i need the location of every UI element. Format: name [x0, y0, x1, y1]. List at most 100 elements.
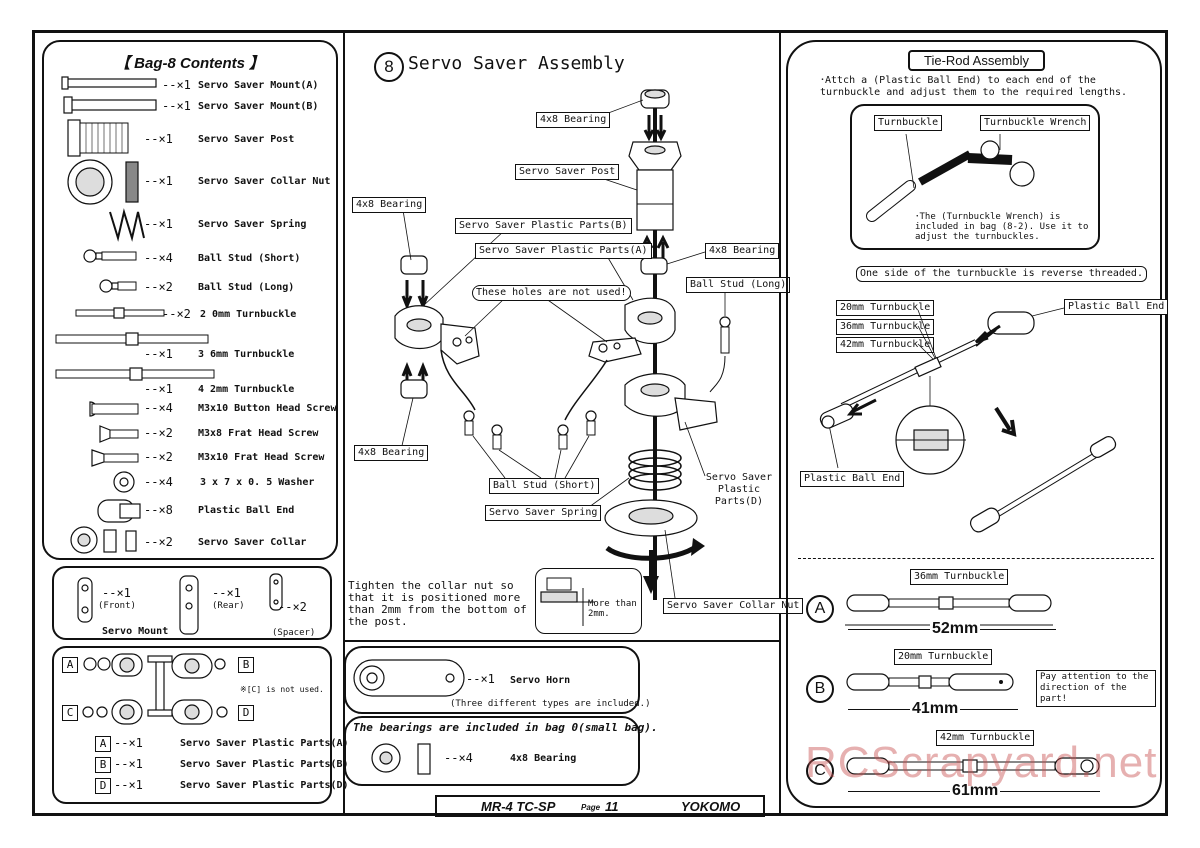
- label-post: Servo Saver Post: [515, 164, 620, 180]
- name-collar-nut: Servo Saver Collar Nut: [198, 176, 331, 187]
- left-divider: [343, 32, 345, 816]
- plastic-letter-a: A: [62, 657, 78, 673]
- wrench-drawing: [866, 133, 1035, 222]
- mount-front-qty: --×1: [102, 586, 131, 600]
- label-bearing-top: 4x8 Bearing: [536, 112, 611, 128]
- length-a-turnbuckle: 36mm Turnbuckle: [910, 569, 1009, 585]
- name-flat-screw-8: M3x8 Frat Head Screw: [198, 428, 319, 439]
- footer-brand: YOKOMO: [681, 799, 741, 814]
- label-bearing-left: 4x8 Bearing: [352, 197, 427, 213]
- center-divider-h: [343, 640, 779, 642]
- mount-rear-label: (Rear): [212, 601, 245, 611]
- center-right-divider: [779, 32, 781, 816]
- mount-spacer-label: (Spacer): [272, 628, 316, 638]
- label-wrench: Turnbuckle Wrench: [980, 115, 1091, 131]
- label-spring: Servo Saver Spring: [485, 505, 602, 521]
- name-tb36: 3 6mm Turnbuckle: [198, 349, 295, 360]
- name-flat-screw-10: M3x10 Frat Head Screw: [198, 452, 325, 463]
- row-qty-a: --×1: [114, 736, 143, 750]
- tierod-assembly-drawing: [819, 307, 1117, 533]
- tierod-instruction: ･Attch a (Plastic Ball End) to each end …: [820, 75, 1128, 98]
- bearings-panel: [344, 716, 640, 786]
- servo-horn-drawing: [353, 659, 465, 697]
- label-tb42: 42mm Turnbuckle: [836, 337, 935, 353]
- servo-horn-qty: --×1: [466, 672, 495, 686]
- servo-horn-name: Servo Horn: [510, 675, 571, 686]
- name-collar: Servo Saver Collar: [198, 537, 307, 548]
- name-mount-a: Servo Saver Mount(A): [198, 80, 319, 91]
- footer-page-label: Page: [581, 803, 601, 812]
- mount-spacer-qty: --×2: [278, 600, 307, 614]
- label-ball-long: Ball Stud (Long): [686, 277, 791, 293]
- footer-model: MR-4 TC-SP: [481, 799, 556, 814]
- plastic-c-note: ※[C] is not used.: [240, 685, 324, 694]
- bearings-name: 4x8 Bearing: [510, 753, 577, 764]
- tighten-note: Tighten the collar nut so that it is pos…: [348, 579, 527, 628]
- reverse-thread-note: One side of the turnbuckle is reverse th…: [856, 266, 1147, 282]
- qty-ball-long: --×2: [144, 280, 173, 294]
- label-ball-end-right: Plastic Ball End: [1064, 299, 1169, 315]
- label-plastic-b: Servo Saver Plastic Parts(B): [455, 218, 632, 234]
- name-ball-short: Ball Stud (Short): [198, 253, 301, 264]
- length-b-rod: [846, 673, 1014, 691]
- qty-collar: --×2: [144, 535, 173, 549]
- label-plastic-d: Servo Saver Plastic Parts(D): [705, 472, 773, 507]
- footer-page-number: 11: [605, 799, 619, 814]
- bearings-title: The bearings are included in bag 0(small…: [353, 721, 658, 734]
- label-holes-unused: These holes are not used!: [472, 285, 631, 301]
- tierod-title: Tie-Rod Assembly: [908, 50, 1045, 71]
- more-than-note: More than 2mm.: [588, 599, 637, 619]
- qty-post: --×1: [144, 132, 173, 146]
- mount-rear-qty: --×1: [212, 586, 241, 600]
- name-tb42: 4 2mm Turnbuckle: [198, 384, 295, 395]
- servo-saver-exploded-diagram: [394, 89, 731, 600]
- name-ball-end: Plastic Ball End: [198, 505, 295, 516]
- length-b-turnbuckle: 20mm Turnbuckle: [894, 649, 993, 665]
- name-tb20: 2 0mm Turnbuckle: [200, 309, 297, 320]
- wrench-detail-panel: [850, 104, 1100, 250]
- qty-collar-nut: --×1: [144, 174, 173, 188]
- row-qty-b: --×1: [114, 757, 143, 771]
- label-collar-nut: Servo Saver Collar Nut: [663, 598, 804, 614]
- qty-flat-screw-8: --×2: [144, 426, 173, 440]
- qty-button-screw: --×4: [144, 401, 173, 415]
- page-footer: MR-4 TC-SP Page 11 YOKOMO: [435, 795, 765, 817]
- servo-mount-panel: [52, 566, 332, 640]
- name-button-screw: M3x10 Button Head Screw: [198, 403, 337, 414]
- servo-mount-drawings: [77, 573, 283, 635]
- row-letter-a: A: [95, 736, 111, 752]
- plastic-letter-c: C: [62, 705, 78, 721]
- qty-spring: --×1: [144, 217, 173, 231]
- collar-detail-callout: [535, 568, 642, 634]
- row-name-a: Servo Saver Plastic Parts(A): [180, 738, 349, 749]
- length-c-value: 61mm: [950, 782, 1001, 800]
- qty-flat-screw-10: --×2: [144, 450, 173, 464]
- wrench-note: ･The (Turnbuckle Wrench) is included in …: [915, 212, 1089, 242]
- length-c-letter: C: [806, 757, 834, 785]
- plastic-parts-panel: [52, 646, 332, 804]
- length-a-value: 52mm: [930, 620, 981, 638]
- step-title: Servo Saver Assembly: [408, 53, 625, 74]
- servo-horn-panel: [344, 646, 640, 714]
- name-ball-long: Ball Stud (Long): [198, 282, 295, 293]
- servo-mount-name: Servo Mount: [102, 626, 169, 637]
- name-washer: 3 x 7 x 0. 5 Washer: [200, 477, 315, 488]
- label-tb36: 36mm Turnbuckle: [836, 319, 935, 335]
- length-a-rod: [845, 594, 1053, 626]
- servo-horn-note: (Three different types are included.): [450, 699, 651, 709]
- row-name-b: Servo Saver Plastic Parts(B): [180, 759, 349, 770]
- name-mount-b: Servo Saver Mount(B): [198, 101, 319, 112]
- bag-contents-title: 【 Bag-8 Contents 】: [115, 55, 265, 72]
- bearings-qty: --×4: [444, 751, 473, 765]
- length-c-turnbuckle: 42mm Turnbuckle: [936, 730, 1035, 746]
- plastic-parts-drawings: [82, 653, 228, 725]
- bag-parts-drawings: [55, 76, 215, 554]
- length-b-letter: B: [806, 675, 834, 703]
- qty-ball-short: --×4: [144, 251, 173, 265]
- label-bearing-bottom: 4x8 Bearing: [354, 445, 429, 461]
- tierod-panel: [786, 40, 1162, 808]
- label-tb20: 20mm Turnbuckle: [836, 300, 935, 316]
- name-spring: Servo Saver Spring: [198, 219, 307, 230]
- mount-front-label: (Front): [98, 601, 136, 611]
- page-frame: [32, 30, 1168, 816]
